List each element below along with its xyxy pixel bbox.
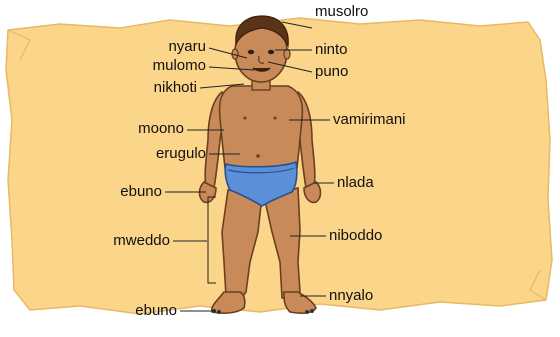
label-mweddo: mweddo [90, 233, 170, 249]
label-nyaru: nyaru [120, 39, 206, 55]
label-erugulo: erugulo [100, 146, 206, 162]
label-vamirimani: vamirimani [333, 112, 406, 128]
nipple [244, 117, 247, 120]
right-eye [268, 50, 274, 54]
label-mulomo: mulomo [120, 58, 206, 74]
navel [256, 154, 260, 158]
label-puno: puno [315, 64, 348, 80]
label-ebuno-hand: ebuno [90, 184, 162, 200]
label-ninto: ninto [315, 42, 348, 58]
label-ebuno-foot: ebuno [100, 303, 177, 319]
right-toes [310, 309, 314, 313]
label-moono: moono [100, 121, 184, 137]
label-nlada: nlada [337, 175, 374, 191]
torso [220, 86, 303, 176]
label-nnyalo: nnyalo [329, 288, 373, 304]
label-nikhoti: nikhoti [110, 80, 197, 96]
left-eye [248, 50, 254, 54]
label-musolro: musolro [315, 4, 368, 20]
label-niboddo: niboddo [329, 228, 382, 244]
